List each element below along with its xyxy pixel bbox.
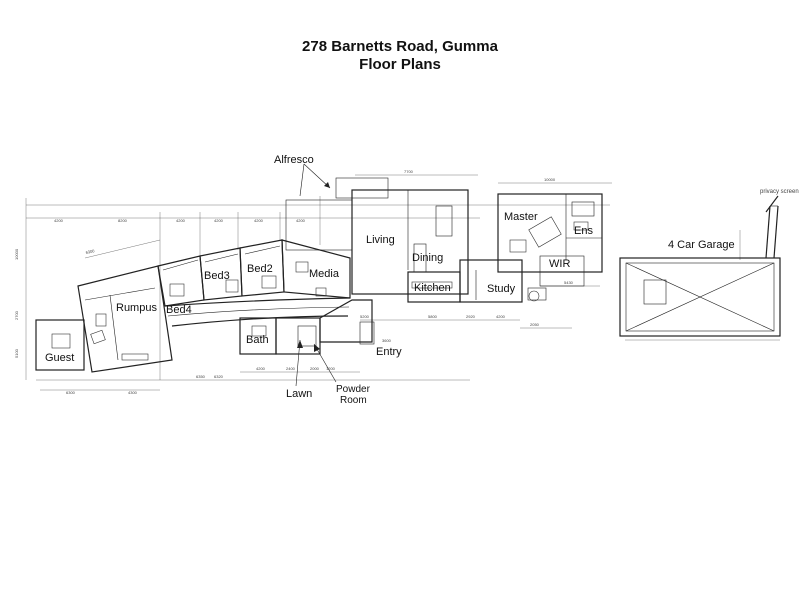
- dimension-label: 10000: [544, 177, 556, 182]
- dimension-label: 5430: [564, 280, 574, 285]
- dimension-label: 4200: [256, 366, 266, 371]
- dimension-label: 5200: [360, 314, 370, 319]
- room-label-alfresco: Alfresco: [274, 154, 314, 166]
- room-label-bed3: Bed3: [204, 270, 230, 282]
- room-label-master: Master: [504, 211, 538, 223]
- dimension-label: 1200: [326, 366, 336, 371]
- dimension-label: 6350: [196, 374, 206, 379]
- room-label-media: Media: [309, 268, 340, 280]
- dimension-label: 2700: [14, 310, 19, 320]
- room-label-dining: Dining: [412, 252, 443, 264]
- dimension-label: 6320: [214, 374, 224, 379]
- dimension-label: 4200: [176, 218, 186, 223]
- dimension-label: 4200: [54, 218, 64, 223]
- dimension-label: 4300: [128, 390, 138, 395]
- dimension-label: 6300: [66, 390, 76, 395]
- dimension-label: 2000: [310, 366, 320, 371]
- room-label-bed2: Bed2: [247, 263, 273, 275]
- plan-title: 278 Barnetts Road, Gumma: [302, 38, 498, 55]
- dimension-label: 2400: [286, 366, 296, 371]
- dimension-label: 5100: [14, 348, 19, 358]
- fixtures: [51, 216, 589, 361]
- room-label-living: Living: [366, 234, 395, 246]
- room-label-study: Study: [487, 283, 516, 295]
- dimension-label: 4200: [214, 218, 224, 223]
- dimension-label: 3600: [382, 338, 392, 343]
- room-label-entry: Entry: [376, 346, 402, 358]
- pointer-arrows: [295, 163, 337, 387]
- dimension-lines: [25, 174, 780, 391]
- dimension-label: 2920: [466, 314, 476, 319]
- room-label-bed4: Bed4: [166, 304, 192, 316]
- dimension-labels: 4200 8200 4200 4200 4200 4200 7700 10000…: [14, 169, 574, 395]
- dimension-label: 6300: [85, 248, 96, 255]
- room-label-powder: Powder Room: [336, 384, 373, 406]
- dimension-label: 8200: [118, 218, 128, 223]
- room-label-bath: Bath: [246, 334, 269, 346]
- room-labels: Alfresco Living Dining Kitchen Study Mas…: [45, 154, 799, 406]
- label-privacy-screen: privacy screen: [760, 189, 799, 195]
- dimension-label: 7700: [404, 169, 414, 174]
- dimension-label: 2050: [530, 322, 540, 327]
- room-label-kitchen: Kitchen: [414, 282, 451, 294]
- dimension-label: 4200: [296, 218, 306, 223]
- room-label-lawn: Lawn: [286, 388, 312, 400]
- dimension-label: 4200: [254, 218, 264, 223]
- dimension-label: 5800: [428, 314, 438, 319]
- room-label-wir: WIR: [549, 258, 570, 270]
- room-label-rumpus: Rumpus: [116, 302, 157, 314]
- dimension-label: 10000: [14, 248, 19, 260]
- dimension-label: 4200: [496, 314, 506, 319]
- room-label-garage: 4 Car Garage: [668, 239, 735, 251]
- room-label-ens: Ens: [574, 225, 593, 237]
- plan-subtitle: Floor Plans: [359, 56, 441, 73]
- room-label-guest: Guest: [45, 352, 74, 364]
- walls: [35, 177, 781, 373]
